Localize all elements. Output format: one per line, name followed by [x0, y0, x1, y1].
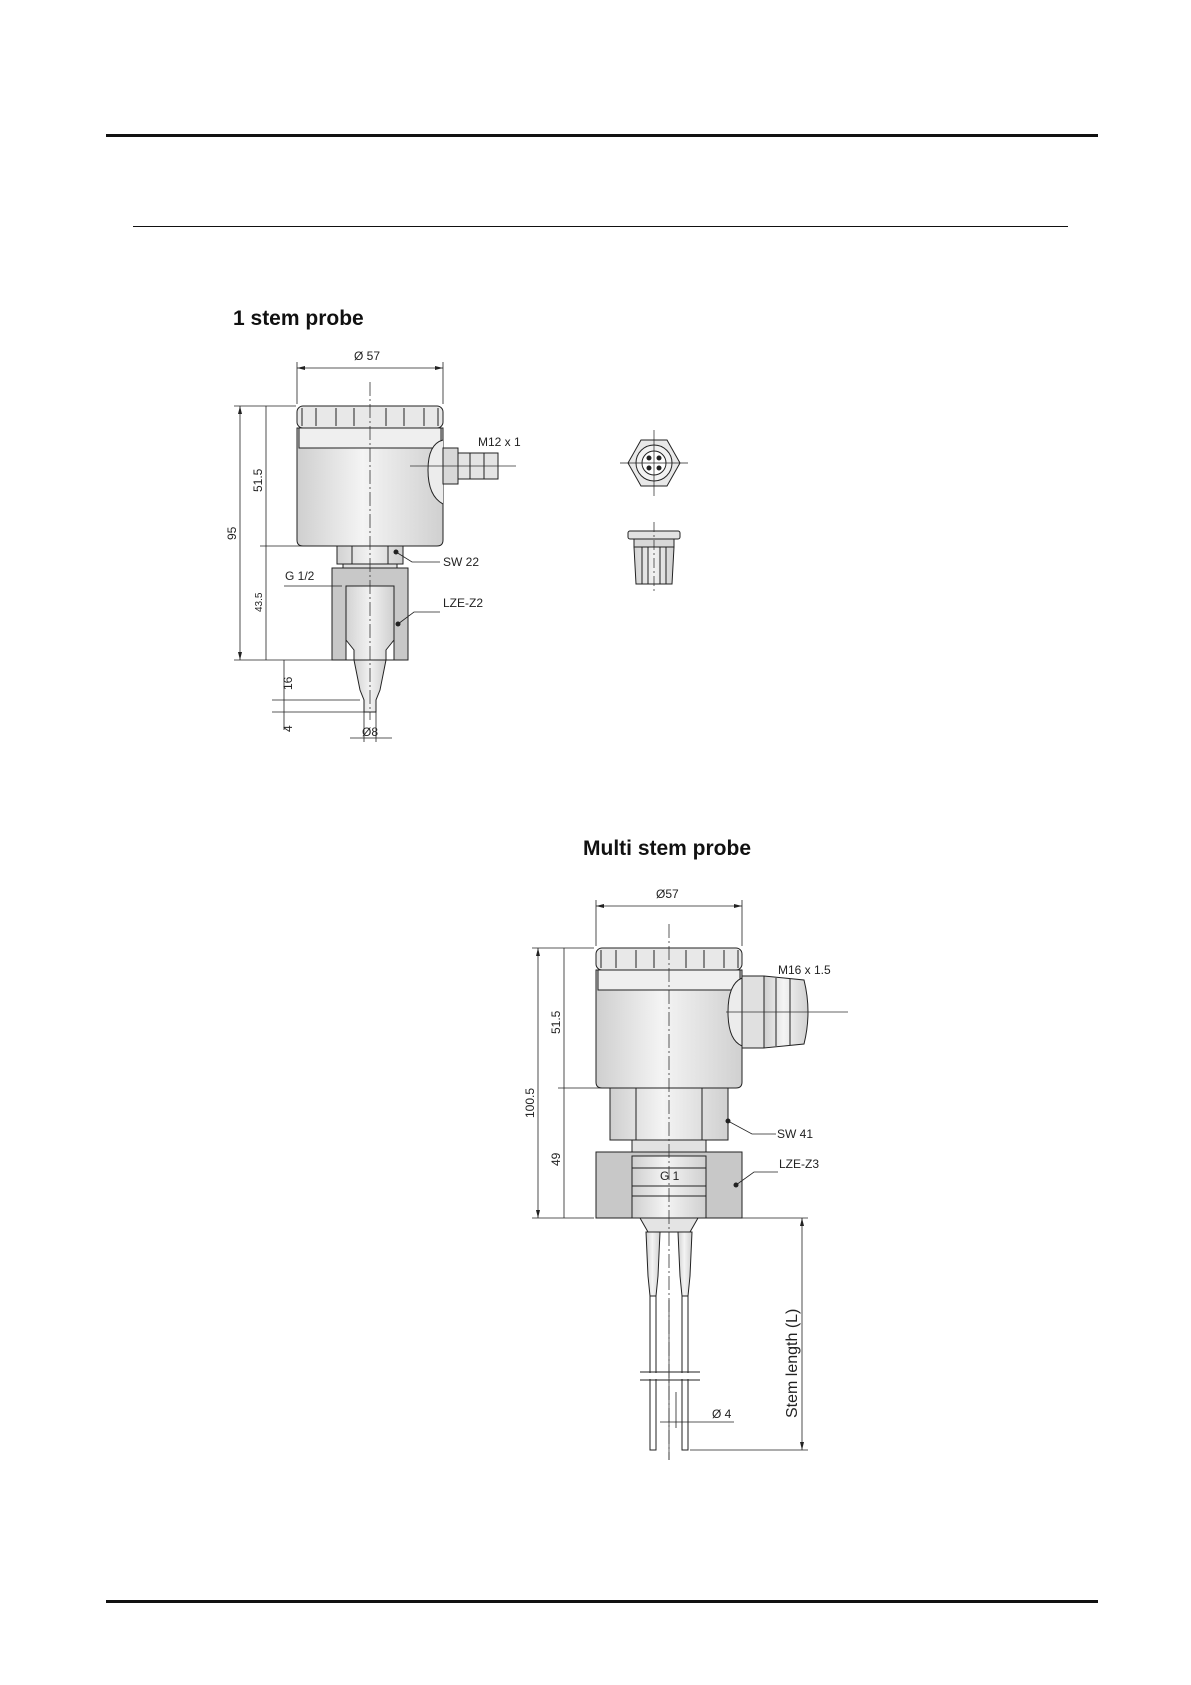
multi-gland-label: M16 x 1.5 [778, 963, 831, 977]
multi-insulator-left [646, 1232, 660, 1296]
multi-rod-diameter-label: Ø 4 [712, 1407, 732, 1421]
multi-insulator-right [678, 1232, 692, 1296]
multi-housing-diameter-label: Ø57 [656, 887, 679, 901]
multi-stem-length-label: Stem length (L) [784, 1309, 801, 1418]
multi-wrench-label: SW 41 [777, 1127, 813, 1141]
multi-housing-height-label: 51.5 [549, 1010, 563, 1034]
multi-thread-label: G 1 [660, 1169, 680, 1183]
multi-adapter-label: LZE-Z3 [779, 1157, 819, 1171]
multi-lower-height-label: 49 [549, 1152, 563, 1166]
multi-total-height-label: 100.5 [523, 1088, 537, 1118]
